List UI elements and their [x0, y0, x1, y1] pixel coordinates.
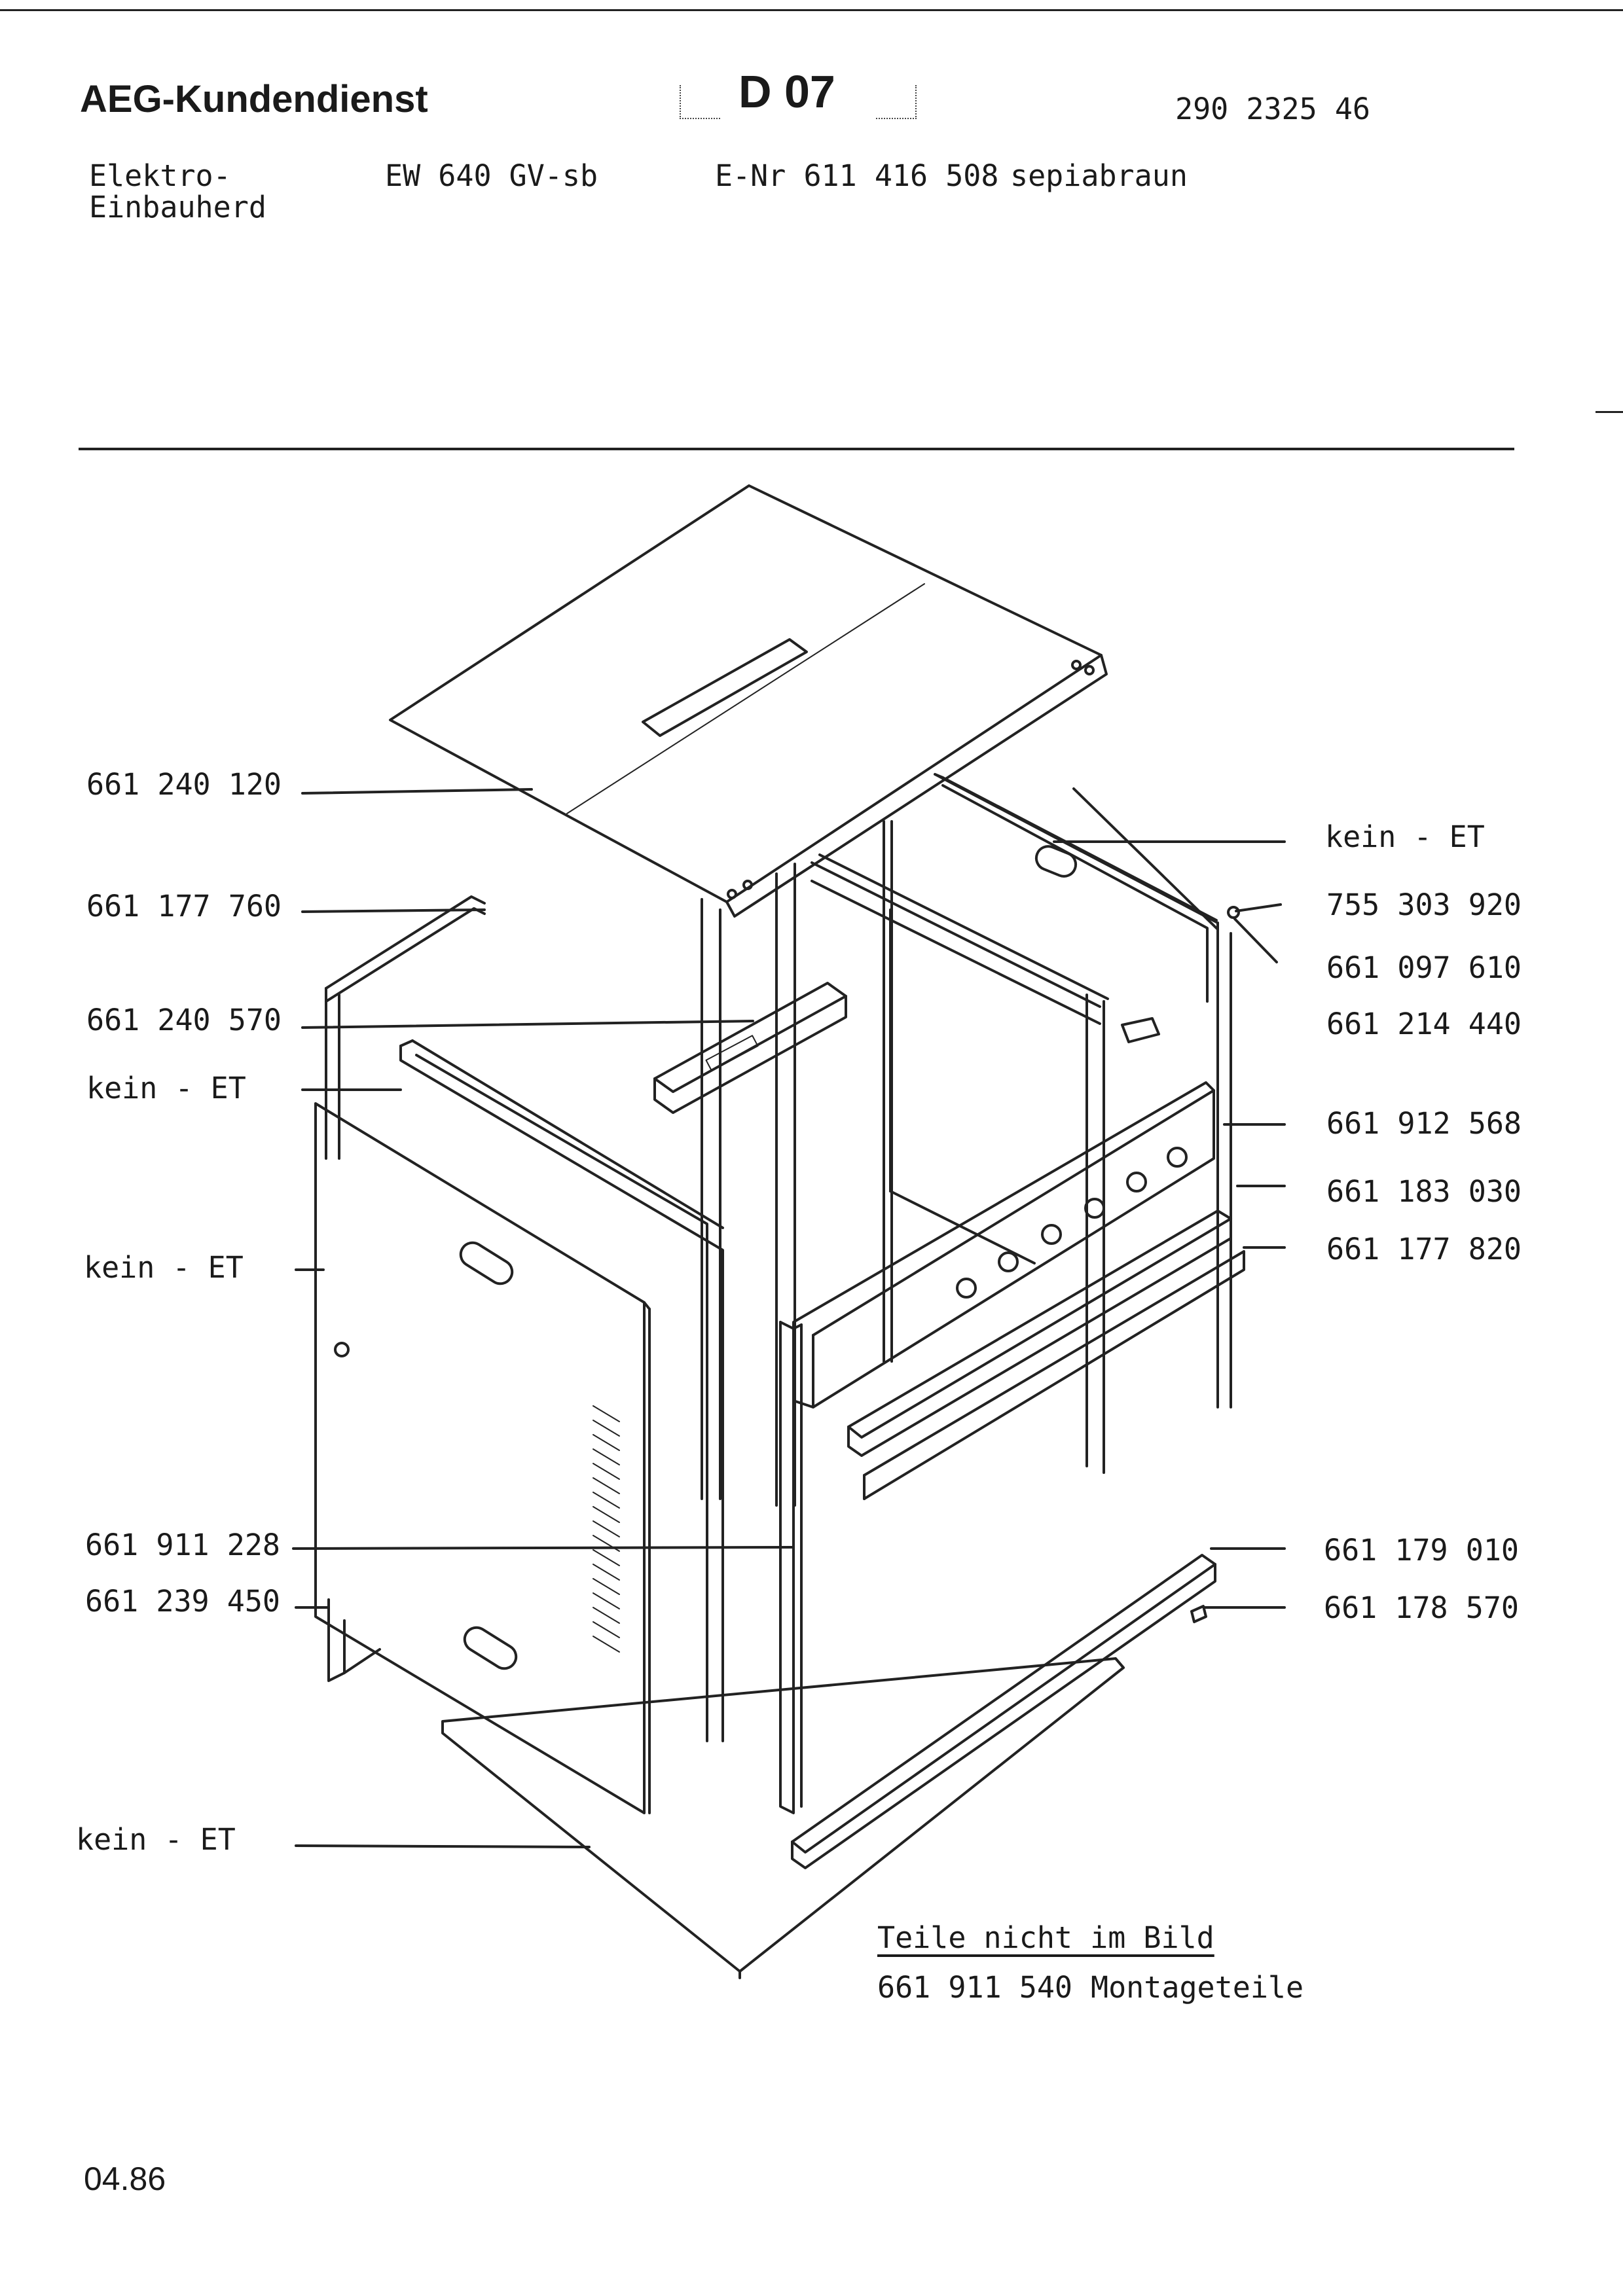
e-nr: E-Nr 611 416 508 — [715, 158, 999, 193]
part-label-661-183-030: 661 183 030 — [1326, 1174, 1522, 1209]
part-label-kein-et-bottom-plate: kein - ET — [76, 1822, 236, 1857]
part-label-661-912-568: 661 912 568 — [1326, 1106, 1522, 1141]
inner-bracket-drawing — [653, 982, 847, 1114]
cross-rail-drawing — [847, 1210, 1245, 1500]
control-panel-drawing — [792, 1081, 1215, 1408]
document-number: 290 2325 46 — [1175, 92, 1371, 126]
page-code: D 07 — [739, 66, 835, 117]
notes-heading: Teile nicht im Bild — [877, 1920, 1214, 1955]
small-parts-drawing — [1121, 903, 1282, 1043]
bottom-rail-drawing — [791, 1554, 1216, 1869]
part-label-661-239-450: 661 239 450 — [85, 1584, 281, 1619]
part-label-661-240-570: 661 240 570 — [86, 1003, 282, 1037]
part-label-661-097-610: 661 097 610 — [1326, 950, 1522, 985]
left-frame-drawing — [399, 1039, 724, 1742]
notes-description: Montageteile — [1091, 1970, 1304, 2005]
left-top-strip-drawing — [325, 895, 486, 1160]
color-name: sepiabraun — [1010, 158, 1188, 193]
notes-part-number: 661 911 540 — [877, 1970, 1073, 2005]
part-label-661-178-570: 661 178 570 — [1324, 1590, 1520, 1625]
brand-title: AEG-Kundendienst — [80, 78, 428, 120]
part-label-kein-et-left-panel: kein - ET — [84, 1250, 244, 1285]
top-plate-drawing — [389, 484, 1108, 918]
part-label-661-214-440: 661 214 440 — [1326, 1007, 1522, 1041]
front-post-drawing — [779, 1321, 803, 1814]
part-label-kein-et-left-frame: kein - ET — [86, 1071, 246, 1105]
part-label-661-177-760: 661 177 760 — [86, 889, 282, 924]
part-label-661-179-010: 661 179 010 — [1324, 1533, 1520, 1568]
page-code-corner-right — [876, 85, 917, 119]
model-number: EW 640 GV-sb — [385, 158, 598, 193]
product-type-line2: Einbauherd — [89, 190, 266, 224]
top-rule — [0, 9, 1623, 11]
part-label-661-911-228: 661 911 228 — [85, 1528, 281, 1562]
left-side-panel-drawing — [314, 1102, 651, 1814]
product-type-line1: Elektro- — [89, 158, 231, 193]
part-label-661-240-120: 661 240 120 — [86, 767, 282, 802]
part-label-kein-et-right-strip: kein - ET — [1325, 819, 1485, 854]
page-code-corner-left — [680, 85, 720, 119]
margin-tick — [1596, 411, 1623, 413]
part-label-661-177-820: 661 177 820 — [1326, 1232, 1522, 1266]
date-code: 04.86 — [84, 2161, 166, 2197]
part-label-755-303-920: 755 303 920 — [1326, 888, 1522, 922]
foot-bracket-drawing — [327, 1598, 381, 1682]
leader-lines — [292, 788, 1286, 1848]
bottom-plate-drawing — [441, 1657, 1125, 1979]
right-side-panel-drawing — [935, 774, 1232, 1408]
section-rule — [79, 448, 1514, 450]
